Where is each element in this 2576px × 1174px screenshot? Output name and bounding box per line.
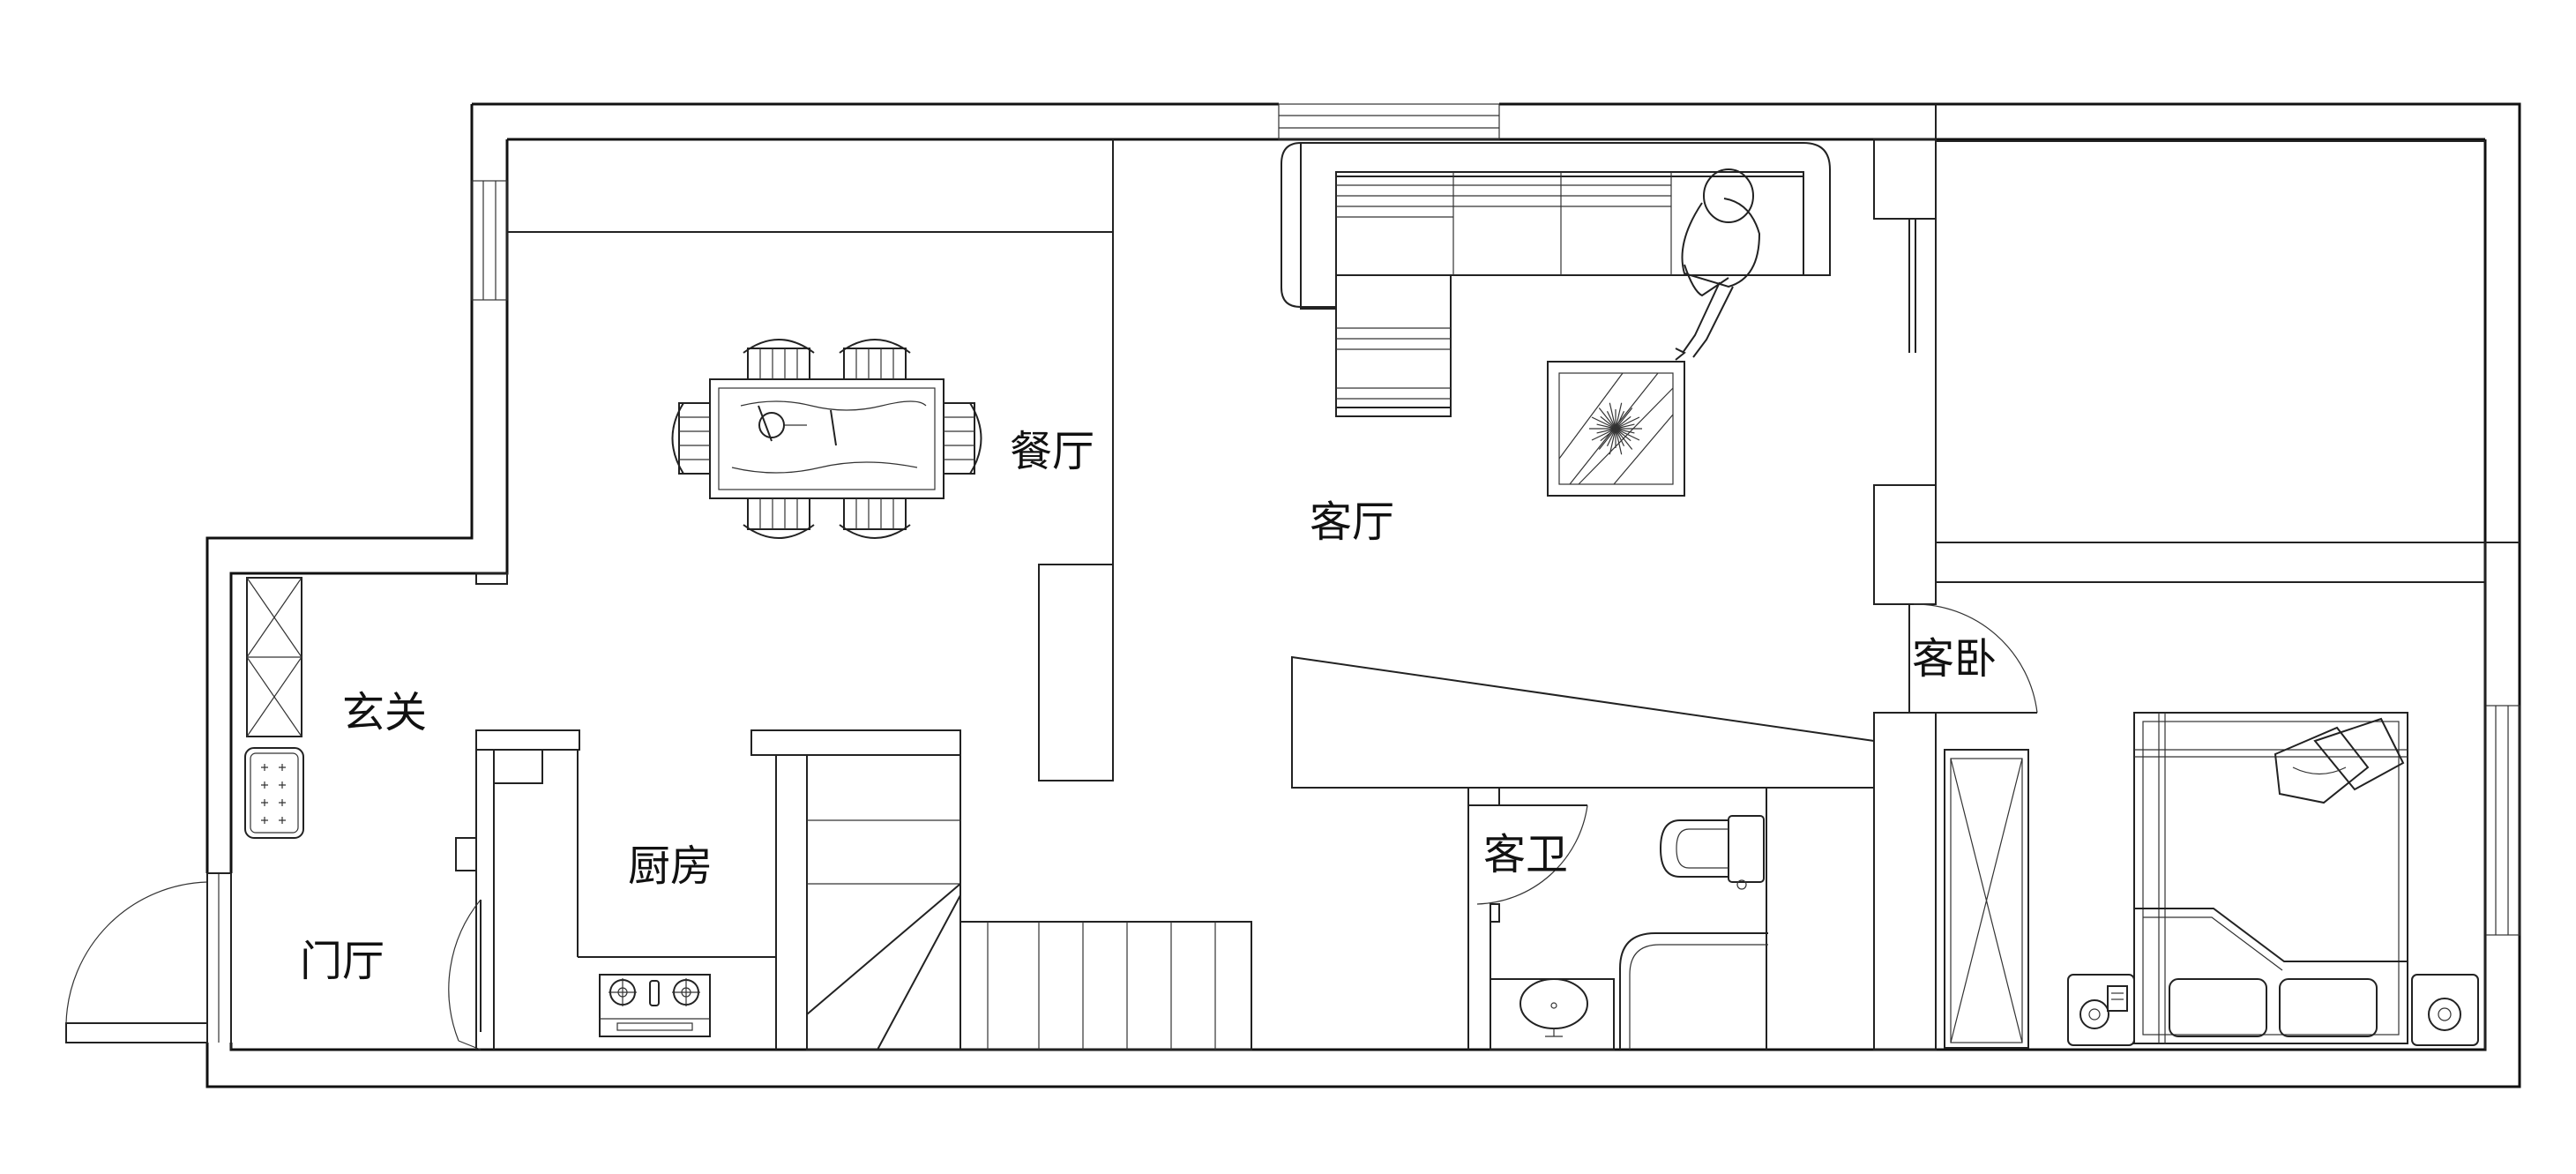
l-shaped-sofa — [1281, 142, 1831, 417]
sunburst-ray — [1606, 410, 1617, 430]
sunburst-ray — [1615, 428, 1633, 450]
sunburst-ray — [1600, 415, 1617, 430]
double-bed — [2133, 712, 2408, 1044]
bath-door — [1476, 804, 1588, 905]
sunburst-ray — [1591, 428, 1617, 441]
sunburst-ray — [1615, 408, 1633, 430]
sunburst-ray — [1615, 428, 1631, 442]
sunburst-ray — [1609, 428, 1617, 455]
sunburst-ray — [1600, 428, 1617, 442]
coffee-table — [1547, 361, 1685, 497]
front-door — [65, 872, 232, 1050]
toilet — [1659, 815, 1765, 890]
sunburst-ray — [1615, 428, 1623, 455]
sunburst-ray — [1615, 428, 1635, 434]
sunburst-ray — [1615, 428, 1640, 441]
sunburst-ray — [1609, 402, 1617, 430]
room-label-guest-bathroom: 客卫 — [1483, 830, 1569, 879]
dining-chairs — [671, 339, 982, 539]
room-label-entrance-hall: 玄关 — [342, 688, 428, 737]
room-label-dining: 餐厅 — [1010, 427, 1095, 476]
sunburst-ray — [1598, 408, 1617, 430]
person-figure — [1675, 168, 1761, 361]
sunburst-ray — [1591, 416, 1617, 430]
kitchen-door — [448, 899, 495, 1051]
room-label-foyer: 门厅 — [300, 937, 385, 986]
staircase — [806, 754, 1252, 1051]
sunburst-ray — [1615, 415, 1631, 430]
sunburst-ray — [1615, 428, 1625, 447]
sunburst-ray — [1596, 428, 1617, 434]
sunburst-ray — [1596, 423, 1617, 430]
bedroom-door — [1908, 603, 2038, 714]
dining-table — [709, 378, 945, 499]
bedside-tables — [2067, 974, 2479, 1046]
gas-stove — [599, 974, 711, 1037]
sunburst-ray — [1615, 423, 1635, 430]
room-label-living: 客厅 — [1310, 497, 1395, 547]
sunburst-ray — [1598, 428, 1617, 450]
shoe-cabinet — [244, 577, 304, 839]
sunburst-ray — [1615, 416, 1640, 430]
sunburst-ray — [1606, 428, 1617, 447]
bathroom-vanity — [1490, 932, 1768, 1051]
sunburst-ray — [1615, 402, 1623, 430]
room-label-guest-bedroom: 客卧 — [1912, 634, 1997, 684]
wardrobe — [1944, 749, 2029, 1049]
room-label-kitchen: 厨房 — [628, 841, 713, 891]
sunburst-ray — [1615, 410, 1625, 430]
exterior-walls — [205, 102, 2521, 1088]
